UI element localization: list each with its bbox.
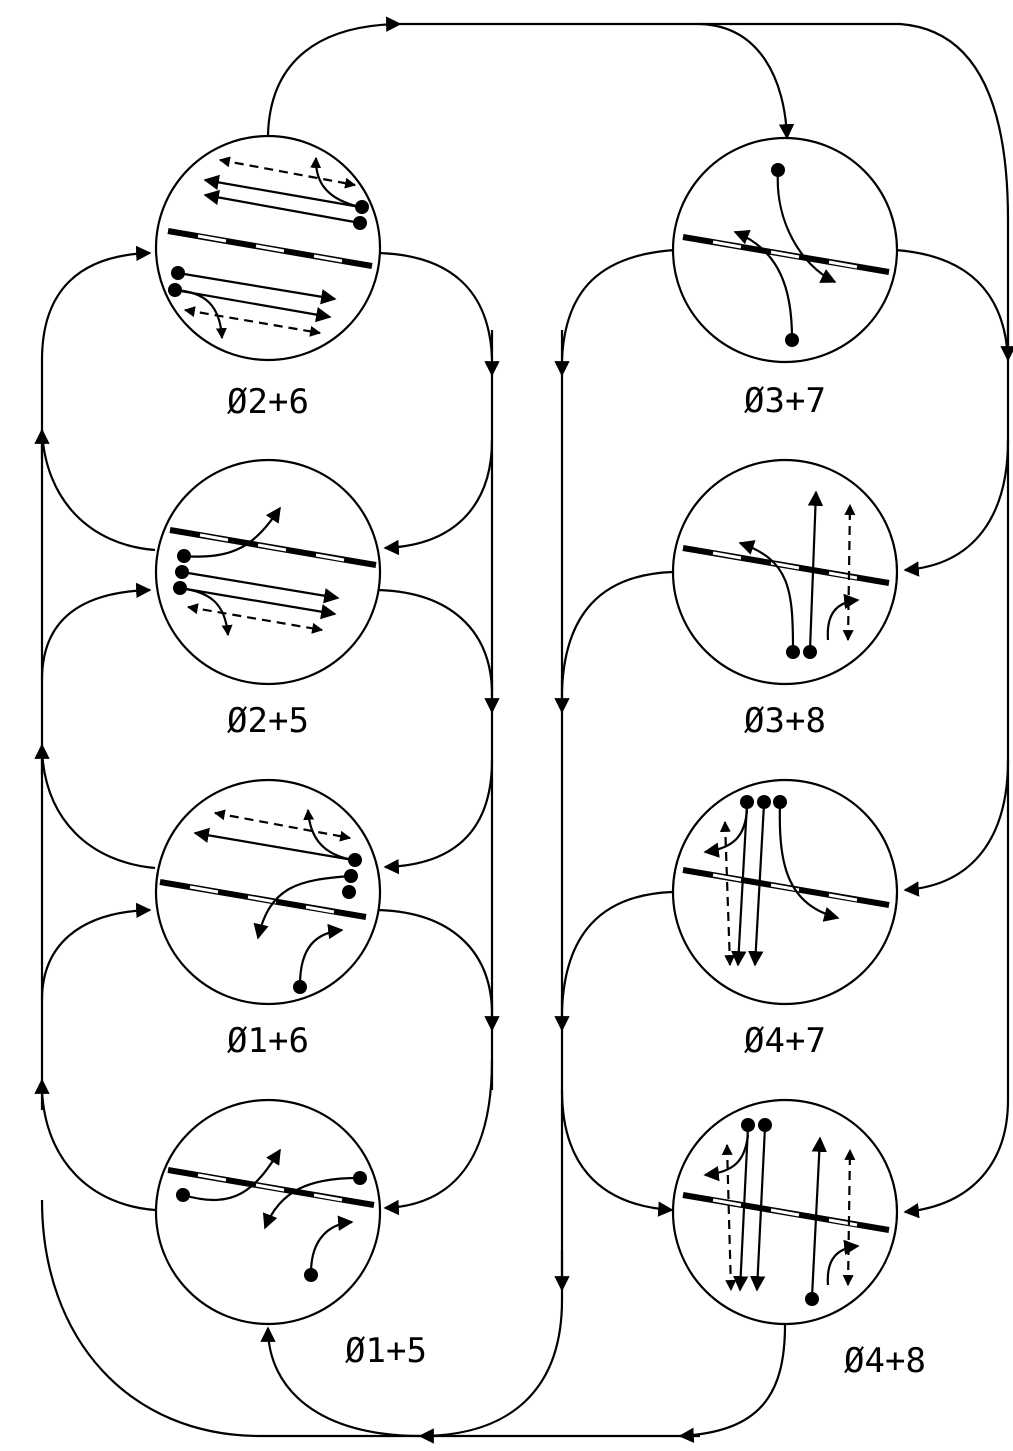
curve-p16-out-right-low — [377, 908, 494, 1011]
movements — [703, 795, 840, 967]
curve-left-into-p16-low — [40, 902, 152, 1001]
movements — [703, 1118, 860, 1306]
curve-p15-out-left — [40, 1089, 156, 1212]
median-line — [682, 234, 890, 275]
phase-label: Ø1+5 — [345, 1331, 427, 1371]
phase-circle — [671, 778, 899, 1006]
phase-label: Ø2+5 — [227, 701, 309, 741]
median-line — [167, 228, 373, 269]
transition-top-continue — [400, 22, 795, 140]
phase-p48: Ø4+8 — [671, 1098, 926, 1381]
curve-left-into-p25-low — [40, 582, 152, 681]
movements — [173, 506, 340, 637]
curve-p16-out-left — [40, 749, 156, 870]
transition-p26-to-p37 — [266, 16, 402, 136]
median-line — [167, 1167, 375, 1208]
curve-right-into-p47 — [903, 759, 1010, 897]
phase-label: Ø1+6 — [227, 1021, 309, 1061]
ring-b-phases: Ø3+7 Ø3+8 — [671, 136, 926, 1381]
phase-p38: Ø3+8 — [671, 458, 899, 741]
median-line — [159, 879, 367, 920]
outer-right-line — [700, 22, 1010, 1100]
ring-a-phases: Ø2+6 Ø2+5 — [154, 134, 427, 1371]
transition-lines — [34, 16, 1013, 1444]
phase-label: Ø2+6 — [227, 382, 309, 422]
movements — [738, 490, 860, 659]
curve-right-into-p48 — [903, 1099, 1010, 1219]
curve-left-into-p48 — [560, 1089, 674, 1217]
phase-circle — [671, 458, 899, 686]
curve-p38-out-left — [560, 570, 673, 691]
curve-right-into-p25 — [383, 439, 494, 556]
curve-p25-out-right-low — [377, 588, 494, 691]
curve-right-into-p16 — [383, 759, 494, 875]
curve-p47-out-left — [560, 890, 673, 1011]
median-line — [169, 527, 377, 568]
curve-p37-out-left — [560, 248, 676, 361]
phase-p25: Ø2+5 — [154, 458, 382, 741]
phase-label: Ø3+8 — [744, 701, 826, 741]
phase-circle — [154, 458, 382, 686]
curve-p25-out-left — [40, 429, 156, 552]
phase-p16: Ø1+6 — [154, 778, 382, 1061]
curve-right-into-p15 — [383, 1059, 494, 1216]
movements — [733, 163, 837, 347]
phase-p37: Ø3+7 — [671, 136, 899, 421]
movements — [168, 156, 369, 340]
phase-circle — [154, 1098, 382, 1326]
movements — [176, 1148, 367, 1282]
phase-label: Ø4+7 — [744, 1021, 826, 1061]
phase-label: Ø3+7 — [744, 381, 826, 421]
phase-p47: Ø4+7 — [671, 778, 899, 1061]
curve-left-into-p26 — [40, 245, 152, 361]
phase-circle — [671, 136, 899, 364]
curve-right-into-p38 — [903, 439, 1010, 577]
bottom-p48-exit — [678, 1324, 787, 1443]
bottom-into-p15 — [260, 1299, 564, 1438]
movements — [193, 808, 362, 994]
phase-p15: Ø1+5 — [154, 1098, 427, 1371]
bottom-loop-left — [40, 1199, 420, 1438]
curve-p26-out-right — [377, 251, 494, 361]
curve-p37-out-right — [894, 248, 1010, 361]
phase-p26: Ø2+6 — [154, 134, 382, 422]
phase-label: Ø4+8 — [844, 1341, 926, 1381]
